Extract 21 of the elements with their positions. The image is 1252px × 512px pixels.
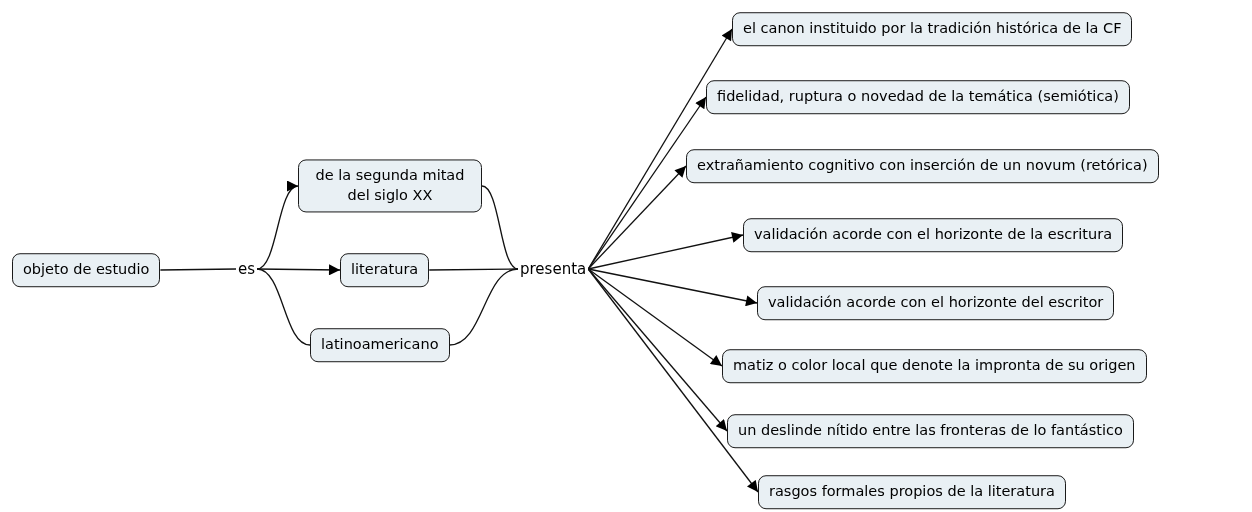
concept-box: validación acorde con el horizonte del escritor xyxy=(757,286,1115,320)
concept-box: fidelidad, ruptura o novedad de la temática (semiótica) xyxy=(706,80,1130,114)
concept-box: latinoamericano xyxy=(310,328,450,362)
arrow xyxy=(587,268,758,307)
arrow xyxy=(587,232,744,270)
concept-box: objeto de estudio xyxy=(12,253,161,287)
concept-box: literatura xyxy=(340,253,430,287)
arrow xyxy=(587,268,728,432)
concept-box: rasgos formales propios de la literatura xyxy=(758,475,1066,509)
concept-box: validación acorde con el horizonte de la escritura xyxy=(743,218,1123,252)
concept-box: extrañamiento cognitivo con inserción de un novum (retórica) xyxy=(686,149,1159,183)
connector-line xyxy=(256,268,311,346)
concept-box: matiz o color local que denote la impronta de su origen xyxy=(722,349,1147,383)
linking-phrase: presenta xyxy=(518,259,589,279)
concept-box: un deslinde nítido entre las fronteras de lo fantástico xyxy=(727,414,1134,448)
connector-line xyxy=(448,268,519,346)
connector-line xyxy=(159,268,237,271)
concept-box: el canon instituido por la tradición histórica de la CF xyxy=(732,12,1133,46)
arrow xyxy=(587,268,723,367)
arrow xyxy=(587,165,687,270)
concept-box: de la segunda mitad del siglo XX xyxy=(298,159,482,213)
